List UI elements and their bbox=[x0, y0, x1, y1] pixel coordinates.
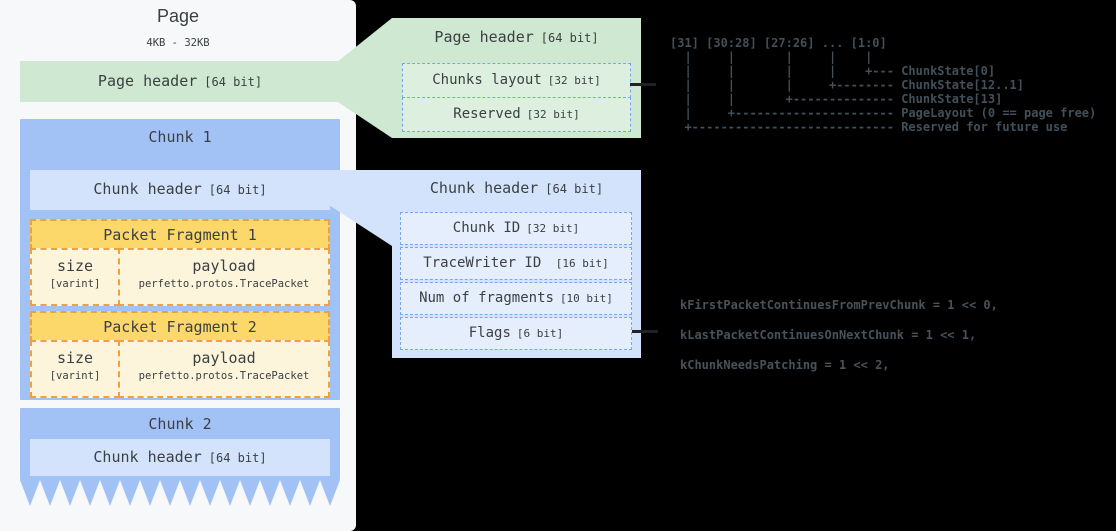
row-bits: [32 bit] bbox=[547, 74, 601, 87]
chunks-layout-bits-diagram: [31] [30:28] [27:26] ... [1:0] | | | | |… bbox=[670, 36, 1097, 134]
row-bits: [6 bit] bbox=[516, 327, 564, 340]
row-bits: [16 bit] bbox=[555, 257, 609, 270]
chunk1-header-bits: [64 bit] bbox=[208, 183, 267, 197]
page-header-bits: [64 bit] bbox=[204, 75, 263, 89]
payload-type: perfetto.protos.TracePacket bbox=[138, 278, 310, 290]
payload-label: payload bbox=[192, 257, 256, 275]
chunk1-header-bar: Chunk header [64 bit] bbox=[30, 170, 330, 210]
chunks-layout-row: Chunks layout [32 bit] bbox=[402, 63, 631, 98]
row-label: TraceWriter ID bbox=[423, 255, 550, 271]
packet-fragment-1-body: size [varint] payload perfetto.protos.Tr… bbox=[30, 248, 330, 306]
page-header-label: Page header bbox=[97, 72, 198, 90]
chunk-flags-enum-code: kFirstPacketContinuesFromPrevChunk = 1 <… bbox=[680, 298, 998, 372]
chunk-header-detail-callout: Chunk header [64 bit] Chunk ID [32 bit] … bbox=[392, 170, 641, 358]
size-type: [varint] bbox=[49, 278, 101, 290]
page-panel: Page 4KB - 32KB Page header [64 bit] Chu… bbox=[0, 0, 356, 531]
tracewriter-id-row: TraceWriter ID [16 bit] bbox=[400, 247, 632, 280]
chunks-layout-connector-line bbox=[630, 83, 656, 86]
reserved-row: Reserved [32 bit] bbox=[402, 96, 631, 132]
row-label: Num of fragments bbox=[419, 290, 554, 306]
chunk2-box: Chunk 2 Chunk header [64 bit] bbox=[20, 408, 340, 480]
detail-title-bits: [64 bit] bbox=[545, 182, 604, 196]
detail-title-label: Page header bbox=[434, 28, 534, 46]
num-fragments-row: Num of fragments [10 bit] bbox=[400, 282, 632, 315]
payload-type: perfetto.protos.TracePacket bbox=[138, 370, 310, 382]
fragment-payload-cell: payload perfetto.protos.TracePacket bbox=[118, 340, 330, 398]
row-label: Chunk ID bbox=[452, 220, 521, 236]
fragment-payload-cell: payload perfetto.protos.TracePacket bbox=[118, 248, 330, 306]
packet-fragment-2-body: size [varint] payload perfetto.protos.Tr… bbox=[30, 340, 330, 398]
chunk2-header-bits: [64 bit] bbox=[208, 451, 267, 465]
row-bits: [10 bit] bbox=[559, 292, 613, 305]
flags-connector-line bbox=[632, 330, 658, 333]
packet-fragment-1-title: Packet Fragment 1 bbox=[30, 219, 330, 250]
row-bits: [32 bit] bbox=[526, 107, 580, 121]
row-bits: [32 bit] bbox=[526, 222, 580, 235]
chunk2-header-bar: Chunk header [64 bit] bbox=[30, 439, 330, 476]
row-label: Flags bbox=[468, 325, 511, 341]
chunk1-box: Chunk 1 Chunk header [64 bit] Packet Fra… bbox=[20, 119, 340, 400]
page-header-detail-title: Page header [64 bit] bbox=[392, 18, 641, 46]
chunk2-header-label: Chunk header bbox=[93, 448, 202, 466]
packet-fragment-2-title: Packet Fragment 2 bbox=[30, 311, 330, 342]
size-type: [varint] bbox=[49, 370, 101, 382]
page-size-range: 4KB - 32KB bbox=[146, 37, 210, 49]
page-title: Page bbox=[156, 6, 200, 26]
chunk2-torn-edge bbox=[20, 480, 340, 506]
detail-title-bits: [64 bit] bbox=[540, 31, 599, 45]
size-label: size bbox=[56, 349, 94, 367]
chunk-header-detail-title: Chunk header [64 bit] bbox=[392, 170, 641, 197]
packet-fragment-2: Packet Fragment 2 size [varint] payload … bbox=[30, 311, 330, 398]
fragment-size-cell: size [varint] bbox=[30, 248, 120, 306]
payload-label: payload bbox=[192, 349, 256, 367]
page-header-detail-callout: Page header [64 bit] Chunks layout [32 b… bbox=[392, 18, 641, 138]
chunk1-title: Chunk 1 bbox=[148, 128, 212, 146]
page-header-bar: Page header [64 bit] bbox=[20, 61, 340, 102]
chunk2-title: Chunk 2 bbox=[148, 415, 212, 433]
row-label: Reserved bbox=[453, 105, 521, 122]
chunk-id-row: Chunk ID [32 bit] bbox=[400, 212, 632, 245]
size-label: size bbox=[56, 257, 94, 275]
flags-row: Flags [6 bit] bbox=[400, 317, 632, 350]
chunk1-header-label: Chunk header bbox=[93, 180, 202, 198]
detail-title-label: Chunk header bbox=[429, 179, 539, 197]
chunk-header-detail-rows: Chunk ID [32 bit] TraceWriter ID [16 bit… bbox=[400, 212, 632, 352]
page-header-detail-rows: Chunks layout [32 bit] Reserved [32 bit] bbox=[402, 63, 631, 132]
packet-fragment-1: Packet Fragment 1 size [varint] payload … bbox=[30, 219, 330, 306]
fragment-size-cell: size [varint] bbox=[30, 340, 120, 398]
row-label: Chunks layout bbox=[432, 72, 542, 88]
